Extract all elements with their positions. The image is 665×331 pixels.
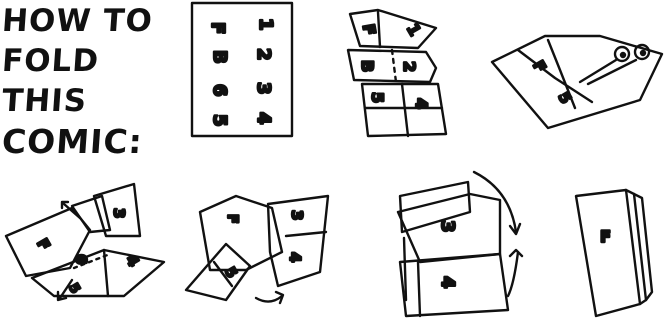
step-1-panel-f: F <box>207 22 228 34</box>
step-7-panel-f: F <box>600 227 611 246</box>
step-4-panel-f: F <box>33 236 54 254</box>
step-7-finished-booklet: F <box>576 190 652 316</box>
step-1-panel-5: 5 <box>209 114 230 127</box>
step-2-partial-fold: F 1 B 2 5 4 <box>348 10 446 136</box>
step-4-panel-6: 6 <box>72 254 90 264</box>
step-5-fold-halves: F 3 5 4 <box>186 196 328 303</box>
step-1-flat-sheet: F 1 B 2 6 3 5 4 <box>192 3 292 136</box>
step-1-panel-3: 3 <box>253 82 274 95</box>
step-5-panel-f: F <box>224 214 240 224</box>
rotate-arrow-icon <box>256 292 283 303</box>
step-4-panel-3: 3 <box>110 208 128 218</box>
curved-arrows-icon <box>474 172 522 296</box>
step-4-panel-5: 5 <box>65 281 83 296</box>
step-6-panel-3: 3 <box>437 220 458 233</box>
step-1-panel-b: B <box>209 50 230 64</box>
step-2-panel-f: F <box>359 23 380 37</box>
scissors-icon <box>580 45 649 84</box>
step-2-panel-1: 1 <box>403 20 425 39</box>
step-3-panel-5: 5 <box>554 89 575 107</box>
step-2-panel-5: 5 <box>368 92 387 103</box>
step-5-panel-4: 4 <box>286 252 304 262</box>
step-2-panel-2: 2 <box>400 61 419 72</box>
step-6-close-booklet: 3 4 <box>398 172 522 316</box>
step-5-panel-3: 3 <box>288 210 306 220</box>
step-2-panel-b: B <box>358 60 377 72</box>
step-1-panel-1: 1 <box>255 18 276 31</box>
step-2-panel-4: 4 <box>412 98 431 109</box>
step-4-push-center: F 3 6 4 5 <box>6 184 164 300</box>
step-5-panel-5: 5 <box>221 265 240 281</box>
step-1-panel-6: 6 <box>209 84 230 97</box>
step-1-panel-2: 2 <box>253 48 274 61</box>
step-6-panel-4: 4 <box>437 276 458 289</box>
step-3-cut-with-scissors: F 5 <box>492 36 662 128</box>
step-1-panel-4: 4 <box>253 112 274 125</box>
